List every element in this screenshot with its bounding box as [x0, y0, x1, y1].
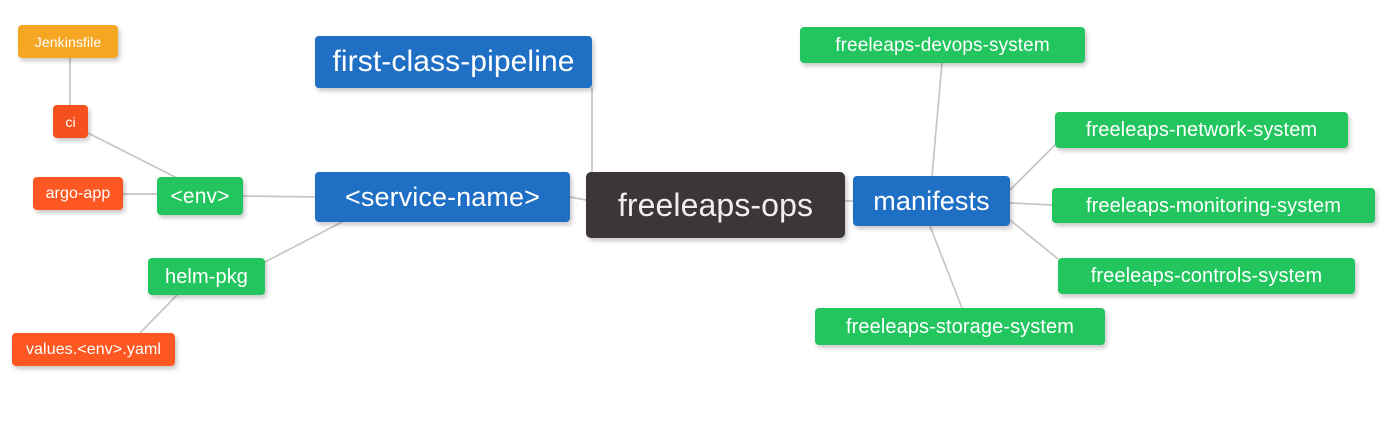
mindmap-node-service-name[interactable]: <service-name>	[315, 172, 570, 222]
mindmap-node-freeleaps-devops-system[interactable]: freeleaps-devops-system	[800, 27, 1085, 63]
edge-manifests-to-freeleaps-storage-system	[929, 225, 963, 309]
edge-freeleaps-ops-to-service-name	[569, 196, 587, 201]
mindmap-node-manifests[interactable]: manifests	[853, 176, 1010, 226]
edge-manifests-to-freeleaps-devops-system	[931, 62, 943, 177]
edge-service-name-to-helm-pkg	[264, 221, 343, 263]
mindmap-node-freeleaps-ops[interactable]: freeleaps-ops	[586, 172, 845, 238]
edge-manifests-to-freeleaps-monitoring-system	[1009, 202, 1053, 206]
mindmap-node-freeleaps-network-system[interactable]: freeleaps-network-system	[1055, 112, 1348, 148]
edge-helm-pkg-to-values-env-yaml	[139, 294, 178, 334]
edge-service-name-to-env	[242, 195, 316, 198]
mindmap-node-argo-app[interactable]: argo-app	[33, 177, 123, 210]
edge-manifests-to-freeleaps-controls-system	[1009, 219, 1059, 260]
edge-manifests-to-freeleaps-network-system	[1009, 144, 1056, 191]
mindmap-node-freeleaps-storage-system[interactable]: freeleaps-storage-system	[815, 308, 1105, 345]
mindmap-node-freeleaps-controls-system[interactable]: freeleaps-controls-system	[1058, 258, 1355, 294]
mindmap-node-freeleaps-monitoring-system[interactable]: freeleaps-monitoring-system	[1052, 188, 1375, 223]
edge-env-to-ci	[87, 132, 176, 178]
mindmap-node-values-env-yaml[interactable]: values.<env>.yaml	[12, 333, 175, 366]
mindmap-node-first-class-pipeline[interactable]: first-class-pipeline	[315, 36, 592, 88]
mindmap-node-env[interactable]: <env>	[157, 177, 243, 215]
mindmap-node-jenkinsfile[interactable]: Jenkinsfile	[18, 25, 118, 58]
mindmap-node-ci[interactable]: ci	[53, 105, 88, 138]
mindmap-node-helm-pkg[interactable]: helm-pkg	[148, 258, 265, 295]
